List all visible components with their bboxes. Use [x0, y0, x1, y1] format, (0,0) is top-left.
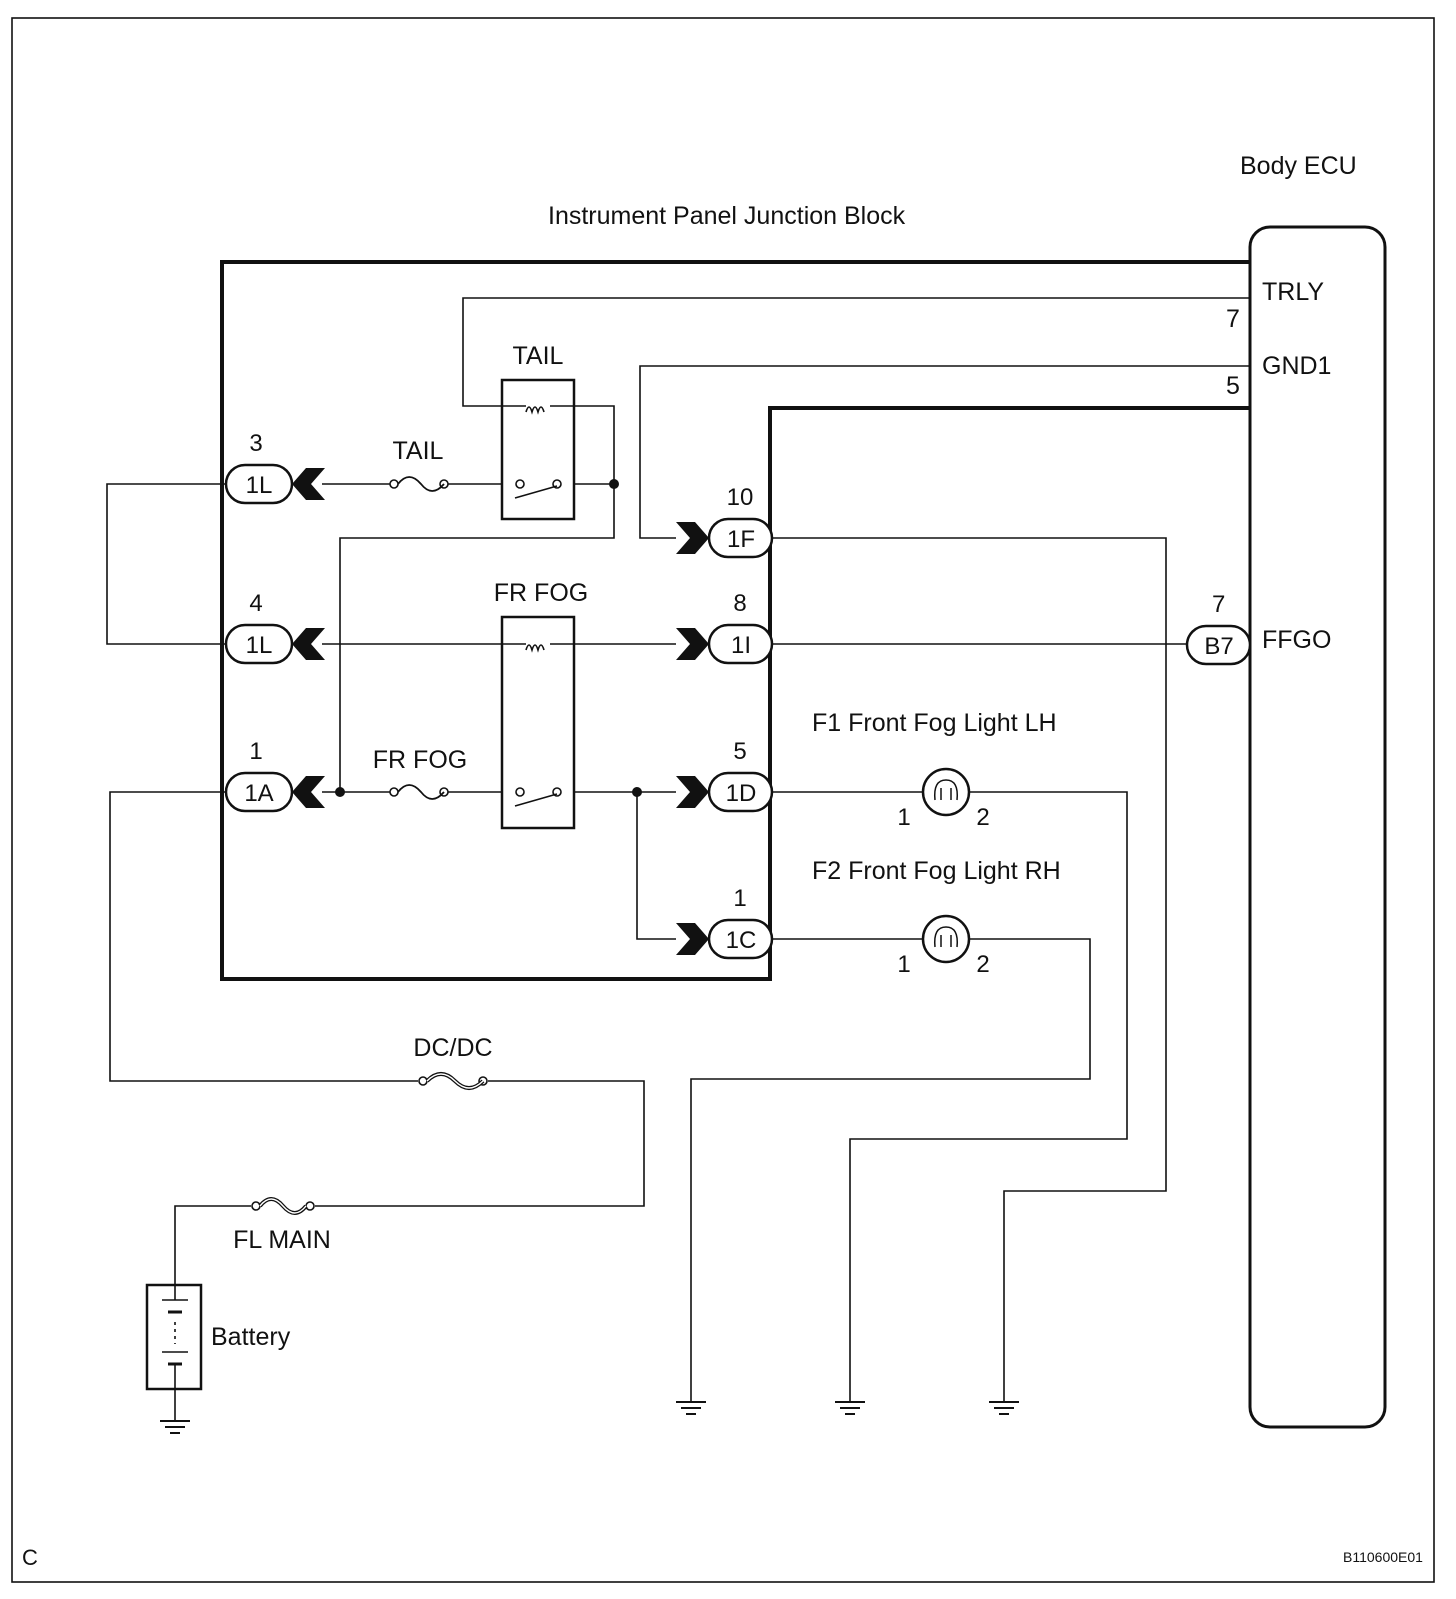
relay-coil-icon — [525, 406, 545, 415]
connector-arrow-icon — [292, 628, 325, 660]
ground-icon — [676, 1401, 706, 1415]
connector-arrow-icon — [676, 522, 709, 554]
ecu-pin-gnd1: GND1 — [1262, 352, 1331, 380]
connector-1l-pin4: 4 1L — [224, 590, 325, 665]
connector-pin-number: 8 — [733, 590, 746, 617]
lamp-icon — [921, 767, 971, 817]
battery: Battery — [145, 1283, 291, 1391]
body-ecu-box — [1248, 225, 1387, 1429]
f1-light-label: F1 Front Fog Light LH — [812, 709, 1057, 737]
connector-pin-number: 3 — [249, 430, 262, 457]
connector-1i: 8 1I — [676, 590, 774, 665]
wires — [106, 297, 1250, 1402]
connector-pin-number: 4 — [249, 590, 262, 617]
outer-frame — [11, 17, 1435, 1583]
lamp-icon — [921, 914, 971, 964]
tail-relay-label: TAIL — [513, 342, 564, 370]
junction-block-title: Instrument Panel Junction Block — [548, 202, 906, 230]
ecu-pin-trly-number: 7 — [1226, 305, 1240, 333]
connector-1f: 10 1F — [676, 484, 774, 559]
connector-label: 1I — [731, 632, 751, 659]
figure-code: B110600E01 — [1343, 1549, 1423, 1565]
ground-icon — [835, 1401, 865, 1415]
connector-1c: 1 1C — [676, 885, 774, 960]
ecu-pin-ffgo-number: 7 — [1212, 591, 1225, 618]
ecu-pin-gnd1-number: 5 — [1226, 372, 1240, 400]
connector-arrow-icon — [292, 468, 325, 500]
body-ecu-title: Body ECU — [1240, 152, 1357, 180]
tail-fuse-label: TAIL — [393, 437, 444, 465]
connector-label: 1F — [727, 526, 755, 553]
front-fog-light-lh: F1 Front Fog Light LH 1 2 — [812, 709, 1057, 831]
junction-dot — [609, 479, 619, 489]
fr-fog-relay-label: FR FOG — [494, 579, 588, 607]
fr-fog-fuse-label: FR FOG — [373, 746, 467, 774]
f2-light-label: F2 Front Fog Light RH — [812, 857, 1061, 885]
f1-pin1: 1 — [897, 804, 910, 831]
connector-label: 1D — [726, 780, 757, 807]
fuse-icon — [397, 476, 445, 492]
battery-label: Battery — [211, 1323, 291, 1351]
connector-b7-label: B7 — [1204, 633, 1233, 660]
fr-fog-relay: FR FOG — [494, 579, 588, 830]
fr-fog-fuse: FR FOG — [373, 746, 467, 800]
relay-contact-icon — [515, 787, 525, 797]
junction-dot — [335, 787, 345, 797]
ecu-pin-ffgo: FFGO — [1262, 626, 1331, 654]
connector-pin-number: 1 — [733, 885, 746, 912]
f2-pin2: 2 — [976, 951, 989, 978]
connector-b7: B7 — [1185, 624, 1252, 666]
fl-main-fuse-label: FL MAIN — [233, 1226, 331, 1254]
connector-pin-number: 5 — [733, 738, 746, 765]
connector-1d: 5 1D — [676, 738, 774, 813]
relay-coil-icon — [525, 644, 545, 653]
connector-pin-number: 10 — [727, 484, 754, 511]
connector-label: 1L — [246, 632, 273, 659]
f1-pin2: 2 — [976, 804, 989, 831]
fl-main-fuse: FL MAIN — [233, 1197, 331, 1254]
connector-1a: 1 1A — [224, 738, 325, 813]
connector-pin-number: 1 — [249, 738, 262, 765]
connector-label: 1L — [246, 472, 273, 499]
dcdc-fuse-label: DC/DC — [413, 1034, 492, 1062]
dcdc-fuse: DC/DC — [413, 1034, 493, 1090]
connector-arrow-icon — [676, 923, 709, 955]
junction-dot — [632, 787, 642, 797]
connector-label: 1A — [244, 780, 273, 807]
front-fog-light-rh: F2 Front Fog Light RH 1 2 — [812, 857, 1061, 978]
corner-letter: C — [22, 1545, 38, 1570]
connector-arrow-icon — [676, 628, 709, 660]
junction-block-outline — [220, 260, 1250, 981]
fuse-icon — [397, 784, 445, 800]
ground-icon — [989, 1401, 1019, 1415]
ground-icon — [160, 1389, 190, 1434]
ecu-pin-trly: TRLY — [1262, 278, 1324, 306]
connector-arrow-icon — [292, 776, 325, 808]
connector-label: 1C — [726, 927, 757, 954]
connector-arrow-icon — [676, 776, 709, 808]
f2-pin1: 1 — [897, 951, 910, 978]
tail-fuse: TAIL — [389, 437, 449, 492]
tail-relay: TAIL — [500, 342, 576, 521]
relay-contact-icon — [515, 479, 525, 489]
connector-1l-pin3: 3 1L — [224, 430, 325, 505]
